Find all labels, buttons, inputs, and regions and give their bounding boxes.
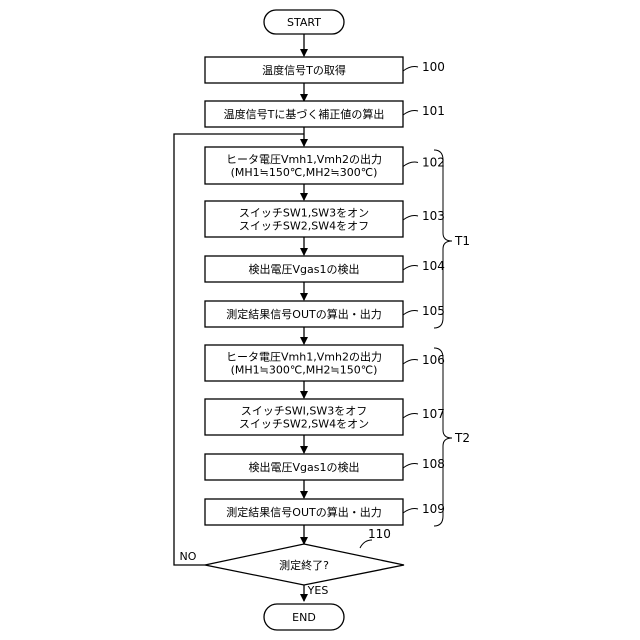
- process-text: 測定結果信号OUTの算出・出力: [226, 505, 381, 519]
- process-step: スイッチSW1,SW3をオンスイッチSW2,SW4をオフ 103: [205, 201, 445, 237]
- process-text: スイッチSW1,SW3をオン: [239, 207, 369, 220]
- decision-ref-leader: [360, 540, 372, 548]
- ref-leader: [403, 67, 418, 72]
- step-ref-number: 104: [422, 259, 445, 273]
- group-label-t2: T2: [454, 431, 470, 445]
- step-ref-number: 107: [422, 407, 445, 421]
- process-step: 測定結果信号OUTの算出・出力 109: [205, 499, 445, 525]
- ref-leader: [403, 111, 418, 116]
- process-step: スイッチSWI,SW3をオフスイッチSW2,SW4をオン 107: [205, 399, 445, 435]
- process-text: 検出電圧Vgas1の検出: [249, 262, 360, 276]
- step-ref-number: 100: [422, 60, 445, 74]
- process-steps: 温度信号Tの取得 100 温度信号Tに基づく補正値の算出 101 ヒータ電圧Vmh1,V…: [205, 57, 445, 525]
- process-step: ヒータ電圧Vmh1,Vmh2の出力(MH1≒300℃,MH2≒150℃) 106: [205, 345, 445, 381]
- step-ref-number: 105: [422, 304, 445, 318]
- step-ref-number: 106: [422, 353, 445, 367]
- ref-leader: [403, 464, 418, 469]
- group-brace-t1: [434, 150, 452, 328]
- process-step: 検出電圧Vgas1の検出 104: [205, 256, 445, 282]
- process-step: ヒータ電圧Vmh1,Vmh2の出力(MH1≒150℃,MH2≒300℃) 102: [205, 147, 445, 184]
- decision-ref: 110: [368, 527, 391, 541]
- ref-leader: [403, 216, 418, 221]
- process-text: スイッチSW2,SW4をオン: [239, 418, 369, 431]
- process-text: (MH1≒300℃,MH2≒150℃): [231, 364, 378, 377]
- process-step: 測定結果信号OUTの算出・出力 105: [205, 301, 445, 327]
- process-text: スイッチSWI,SW3をオフ: [241, 405, 367, 418]
- ref-leader: [403, 311, 418, 316]
- process-step: 温度信号Tの取得 100: [205, 57, 445, 83]
- process-text: ヒータ電圧Vmh1,Vmh2の出力: [226, 152, 382, 166]
- process-text: 測定結果信号OUTの算出・出力: [226, 307, 381, 321]
- process-text: (MH1≒150℃,MH2≒300℃): [231, 166, 378, 179]
- decision-label: 測定終了?: [279, 558, 329, 572]
- process-step: 温度信号Tに基づく補正値の算出 101: [205, 101, 445, 127]
- ref-leader: [403, 509, 418, 514]
- step-ref-number: 108: [422, 457, 445, 471]
- process-step: 検出電圧Vgas1の検出 108: [205, 454, 445, 480]
- process-text: スイッチSW2,SW4をオフ: [239, 220, 369, 233]
- decision-no-label: NO: [180, 550, 197, 563]
- step-ref-number: 101: [422, 104, 445, 118]
- step-ref-number: 103: [422, 209, 445, 223]
- ref-leader: [403, 266, 418, 271]
- end-label: END: [292, 611, 316, 624]
- process-text: 温度信号Tの取得: [262, 63, 346, 77]
- step-ref-number: 102: [422, 156, 445, 170]
- group-brace-t2: [434, 348, 452, 526]
- process-text: ヒータ電圧Vmh1,Vmh2の出力: [226, 350, 382, 364]
- ref-leader: [403, 162, 418, 167]
- start-label: START: [287, 16, 321, 29]
- ref-leader: [403, 360, 418, 365]
- decision-yes-label: YES: [307, 584, 329, 597]
- step-ref-number: 109: [422, 502, 445, 516]
- ref-leader: [403, 414, 418, 419]
- group-label-t1: T1: [454, 234, 470, 248]
- process-text: 検出電圧Vgas1の検出: [249, 460, 360, 474]
- process-text: 温度信号Tに基づく補正値の算出: [224, 107, 385, 121]
